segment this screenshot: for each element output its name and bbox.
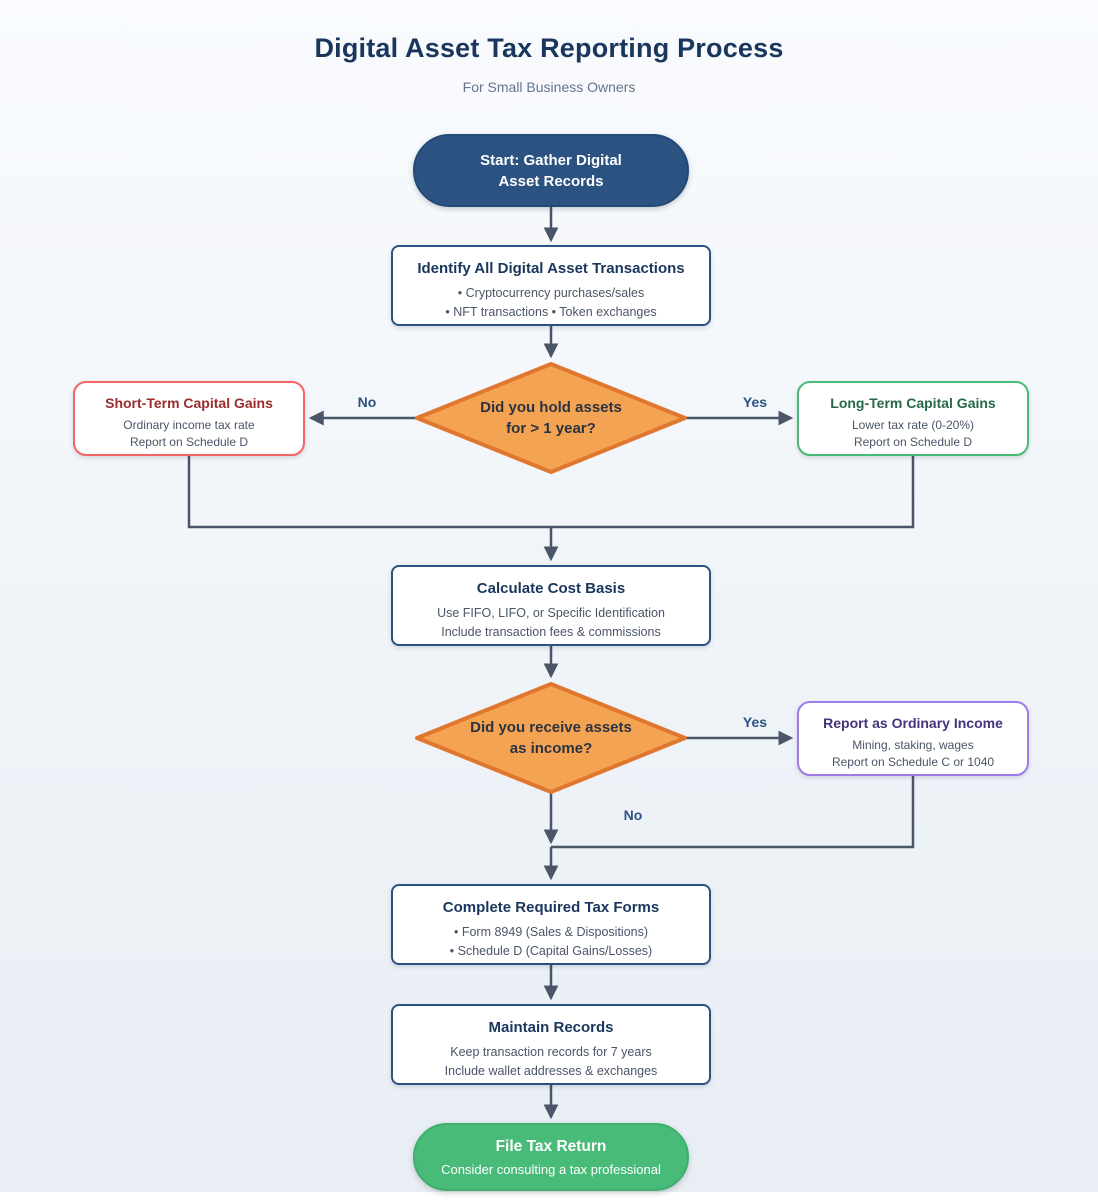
node-ordinary-income-line1: Mining, staking, wages xyxy=(852,738,974,752)
node-tax-forms-line2: • Schedule D (Capital Gains/Losses) xyxy=(449,943,653,958)
node-short-term-title: Short-Term Capital Gains xyxy=(105,395,273,411)
edge-label-income-no: No xyxy=(623,807,643,823)
edge-label-hold-yes: Yes xyxy=(742,394,768,410)
edge-label-income-yes: Yes xyxy=(742,714,768,730)
node-tax-forms: Complete Required Tax Forms • Form 8949 … xyxy=(391,884,711,965)
node-end-title: File Tax Return xyxy=(495,1137,607,1155)
node-cost-basis-title: Calculate Cost Basis xyxy=(476,580,626,597)
node-short-term-gains: Short-Term Capital Gains Ordinary income… xyxy=(73,381,305,456)
node-long-term-line2: Report on Schedule D xyxy=(853,434,973,449)
node-long-term-title: Long-Term Capital Gains xyxy=(830,395,996,411)
node-identify-transactions: Identify All Digital Asset Transactions … xyxy=(391,245,711,326)
node-identify-title: Identify All Digital Asset Transactions xyxy=(417,260,685,277)
node-maintain-records: Maintain Records Keep transaction record… xyxy=(391,1004,711,1085)
decision-income-line2: as income? xyxy=(509,740,593,757)
node-tax-forms-title: Complete Required Tax Forms xyxy=(442,899,660,916)
node-start-line2: Asset Records xyxy=(498,172,604,190)
node-start-line1: Start: Gather Digital xyxy=(480,151,622,169)
page-title: Digital Asset Tax Reporting Process xyxy=(314,33,784,63)
node-long-term-line1: Lower tax rate (0-20%) xyxy=(851,418,975,432)
node-maintain-line2: Include wallet addresses & exchanges xyxy=(444,1063,658,1078)
node-short-term-line1: Ordinary income tax rate xyxy=(123,418,255,432)
node-maintain-title: Maintain Records xyxy=(488,1019,614,1036)
node-identify-line2: • NFT transactions • Token exchanges xyxy=(445,304,657,319)
decision-hold-line1: Did you hold assets xyxy=(480,399,622,416)
decision-hold-period: Did you hold assets for > 1 year? xyxy=(414,361,688,475)
diamond-shape xyxy=(415,362,687,474)
node-end-subtitle: Consider consulting a tax professional xyxy=(441,1161,661,1177)
page-subtitle: For Small Business Owners xyxy=(462,79,636,95)
node-long-term-gains: Long-Term Capital Gains Lower tax rate (… xyxy=(797,381,1029,456)
decision-income: Did you receive assets as income? xyxy=(414,681,688,795)
node-short-term-line2: Report on Schedule D xyxy=(129,434,249,449)
node-cost-basis-line1: Use FIFO, LIFO, or Specific Identificati… xyxy=(437,606,665,620)
node-ordinary-income: Report as Ordinary Income Mining, stakin… xyxy=(797,701,1029,776)
decision-income-line1: Did you receive assets xyxy=(470,719,632,736)
node-identify-line1: • Cryptocurrency purchases/sales xyxy=(457,286,645,300)
node-maintain-line1: Keep transaction records for 7 years xyxy=(450,1045,652,1059)
node-cost-basis-line2: Include transaction fees & commissions xyxy=(441,624,661,639)
decision-hold-line2: for > 1 year? xyxy=(506,420,596,437)
node-tax-forms-line1: • Form 8949 (Sales & Dispositions) xyxy=(453,925,649,939)
node-start: Start: Gather Digital Asset Records xyxy=(413,134,689,207)
node-ordinary-income-line2: Report on Schedule C or 1040 xyxy=(831,754,995,769)
edge-label-hold-no: No xyxy=(357,394,377,410)
node-cost-basis: Calculate Cost Basis Use FIFO, LIFO, or … xyxy=(391,565,711,646)
diamond-shape xyxy=(415,682,687,794)
node-end-file-return: File Tax Return Consider consulting a ta… xyxy=(413,1123,689,1191)
node-ordinary-income-title: Report as Ordinary Income xyxy=(823,715,1003,731)
